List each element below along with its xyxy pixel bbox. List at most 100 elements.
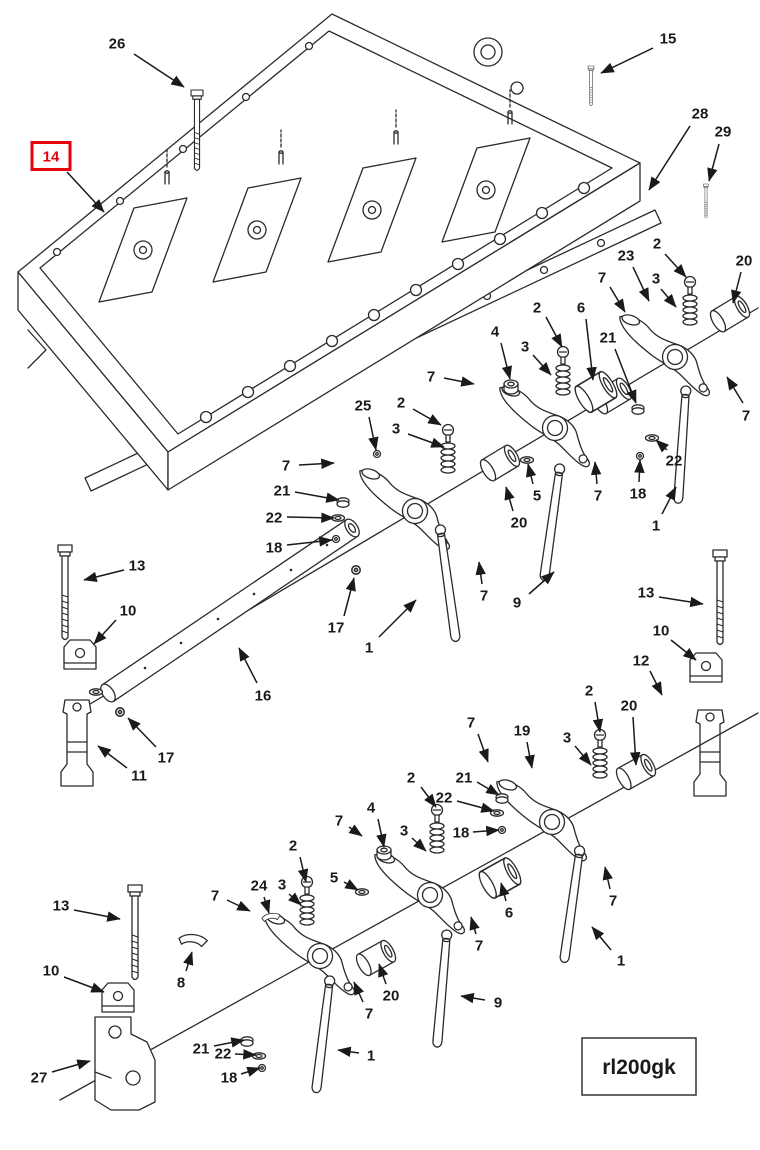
callout-label: 25 — [355, 398, 372, 415]
callout-label: 10 — [120, 603, 137, 620]
callout-label: 15 — [660, 31, 677, 48]
callout-label: 6 — [577, 300, 585, 317]
callout-label: 20 — [511, 515, 528, 532]
callout-arrow — [499, 882, 510, 902]
callout-21: 21 — [274, 483, 340, 503]
callout-label: 27 — [31, 1070, 48, 1087]
diagram-code-box: rl200gk — [581, 1037, 697, 1096]
callout-14: 14 — [30, 141, 105, 213]
adjusting-screw-spring — [682, 275, 698, 326]
callout-arrow — [411, 837, 427, 852]
adjusting-screw-spring — [555, 345, 571, 396]
callout-3: 3 — [563, 730, 592, 766]
callout-25: 25 — [355, 398, 379, 451]
callout-18: 18 — [630, 459, 646, 503]
shaft-plug — [351, 565, 361, 575]
callout-arrow — [238, 647, 258, 684]
shaft-support-bracket — [60, 699, 94, 787]
callout-arrow — [469, 916, 480, 935]
callout-arrow — [63, 976, 105, 993]
retainer-ring — [495, 793, 509, 804]
callout-arrow — [591, 926, 612, 951]
callout-arrow — [504, 486, 515, 512]
callout-arrow — [407, 433, 445, 448]
callout-7: 7 — [598, 270, 626, 313]
callout-label: 20 — [621, 698, 638, 715]
callout-label: 12 — [633, 653, 650, 670]
callout-label: 7 — [598, 270, 606, 287]
callout-10: 10 — [43, 963, 105, 993]
callout-label: 29 — [715, 124, 732, 141]
callout-label: 14 — [43, 149, 60, 166]
callout-7: 7 — [211, 888, 251, 912]
callout-label: 23 — [618, 248, 635, 265]
callout-7: 7 — [590, 461, 602, 505]
callout-arrow — [524, 741, 535, 769]
callout-arrow — [532, 354, 552, 376]
callout-label: 5 — [533, 488, 541, 505]
shaft-spacer — [475, 854, 525, 902]
shaft-pedestal — [689, 652, 723, 683]
callout-arrow — [658, 596, 704, 608]
callout-7: 7 — [427, 369, 475, 387]
callout-24: 24 — [251, 878, 271, 914]
callout-label: 21 — [193, 1041, 210, 1058]
callout-5: 5 — [525, 463, 541, 505]
callout-arrow — [525, 463, 537, 485]
callout-label: 3 — [563, 730, 571, 747]
callout-label: 3 — [400, 823, 408, 840]
callout-arrow — [649, 670, 663, 696]
shaft-pedestal — [63, 639, 97, 670]
rocker-assembly-lower — [59, 712, 759, 1111]
callout-13: 13 — [83, 558, 145, 583]
rocker-shaft-tube — [100, 518, 360, 703]
callout-22: 22 — [436, 790, 495, 813]
callout-7: 7 — [726, 376, 750, 425]
callout-arrow — [600, 47, 654, 74]
callout-arrow — [297, 856, 309, 883]
callout-arrow — [51, 1059, 91, 1073]
callout-label: 1 — [617, 953, 625, 970]
shaft-support-bracket-large — [94, 1016, 156, 1111]
callout-arrow — [337, 1046, 360, 1058]
callout-7: 7 — [602, 866, 617, 910]
callout-label: 3 — [652, 271, 660, 288]
callout-label: 26 — [109, 36, 126, 53]
callout-label: 13 — [53, 898, 70, 915]
callout-label: 8 — [177, 975, 185, 992]
callout-16: 16 — [238, 647, 271, 705]
callout-arrow — [456, 800, 495, 813]
callout-label: 13 — [638, 585, 655, 602]
callout-arrow — [592, 701, 604, 733]
callout-7: 7 — [282, 458, 335, 475]
pushrod-socket — [376, 845, 392, 861]
callout-21: 21 — [600, 330, 637, 404]
callout-arrow — [574, 745, 592, 766]
callout-arrow — [412, 408, 442, 426]
callout-arrow — [286, 536, 333, 547]
callout-4: 4 — [491, 324, 513, 380]
callout-1: 1 — [337, 1046, 375, 1065]
pushrod-socket — [503, 379, 519, 395]
callout-8: 8 — [177, 951, 194, 992]
callout-arrow — [475, 561, 486, 585]
callout-19: 19 — [514, 723, 535, 769]
callout-label: 6 — [505, 905, 513, 922]
callout-arrow — [614, 348, 637, 404]
callout-arrow — [664, 253, 687, 278]
callout-arrow — [472, 825, 500, 837]
callout-2: 2 — [397, 395, 442, 426]
callout-18: 18 — [266, 536, 333, 557]
callout-arrow — [183, 951, 194, 972]
callout-label: 1 — [652, 518, 660, 535]
callout-21: 21 — [193, 1037, 245, 1058]
callout-3: 3 — [652, 271, 677, 308]
callout-label: 9 — [494, 995, 502, 1012]
mounting-bolt — [57, 544, 73, 641]
callout-arrow — [648, 125, 691, 191]
shaft-bushing — [706, 293, 754, 335]
callout-arrow — [731, 271, 742, 304]
callout-arrow — [477, 733, 489, 763]
callout-label: 20 — [383, 988, 400, 1005]
callout-arrow — [378, 599, 417, 638]
